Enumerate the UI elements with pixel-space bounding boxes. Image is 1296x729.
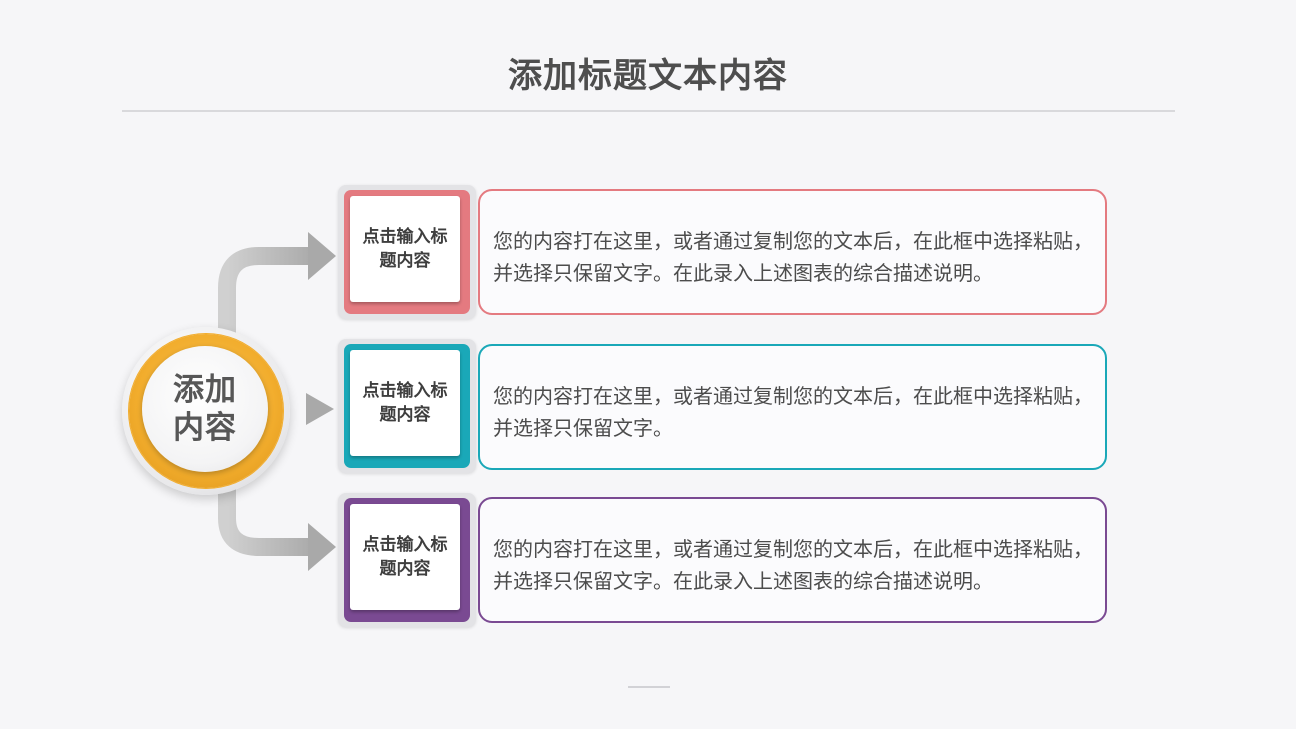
item-1-content-box[interactable]: 您的内容打在这里，或者通过复制您的文本后，在此框中选择粘贴，并选择只保留文字。在… bbox=[478, 189, 1107, 315]
hub-inner: 添加内容 bbox=[142, 346, 268, 472]
item-2-card: 点击输入标题内容 bbox=[350, 350, 460, 456]
item-1-tile[interactable]: 点击输入标题内容 bbox=[338, 185, 476, 319]
title-divider bbox=[122, 110, 1175, 112]
hub-ring: 添加内容 bbox=[129, 334, 283, 488]
item-1-card: 点击输入标题内容 bbox=[350, 196, 460, 302]
hub-label: 添加内容 bbox=[173, 372, 237, 446]
item-2-content-box[interactable]: 您的内容打在这里，或者通过复制您的文本后，在此框中选择粘贴，并选择只保留文字。 bbox=[478, 344, 1107, 470]
arrowhead-item-3 bbox=[308, 523, 336, 571]
arrow-to-item-3 bbox=[218, 487, 316, 556]
item-3-tile[interactable]: 点击输入标题内容 bbox=[338, 493, 476, 627]
arrow-to-item-1 bbox=[218, 247, 316, 335]
item-3-accent: 点击输入标题内容 bbox=[344, 498, 470, 622]
item-3-label: 点击输入标题内容 bbox=[362, 535, 448, 579]
item-3-text: 您的内容打在这里，或者通过复制您的文本后，在此框中选择粘贴，并选择只保留文字。在… bbox=[493, 537, 1093, 593]
item-3-card: 点击输入标题内容 bbox=[350, 504, 460, 610]
arrowhead-item-2 bbox=[306, 393, 334, 425]
item-1-accent: 点击输入标题内容 bbox=[344, 190, 470, 314]
item-2-tile[interactable]: 点击输入标题内容 bbox=[338, 339, 476, 473]
page-title: 添加标题文本内容 bbox=[508, 56, 788, 96]
item-3-content-box[interactable]: 您的内容打在这里，或者通过复制您的文本后，在此框中选择粘贴，并选择只保留文字。在… bbox=[478, 497, 1107, 623]
item-2-label: 点击输入标题内容 bbox=[362, 381, 448, 425]
footer-divider bbox=[628, 686, 670, 688]
item-2-text: 您的内容打在这里，或者通过复制您的文本后，在此框中选择粘贴，并选择只保留文字。 bbox=[493, 384, 1093, 440]
item-2-accent: 点击输入标题内容 bbox=[344, 344, 470, 468]
item-1-text: 您的内容打在这里，或者通过复制您的文本后，在此框中选择粘贴，并选择只保留文字。在… bbox=[493, 229, 1093, 285]
item-1-label: 点击输入标题内容 bbox=[362, 227, 448, 271]
hub-circle: 添加内容 bbox=[122, 327, 290, 495]
arrowhead-item-1 bbox=[308, 232, 336, 280]
